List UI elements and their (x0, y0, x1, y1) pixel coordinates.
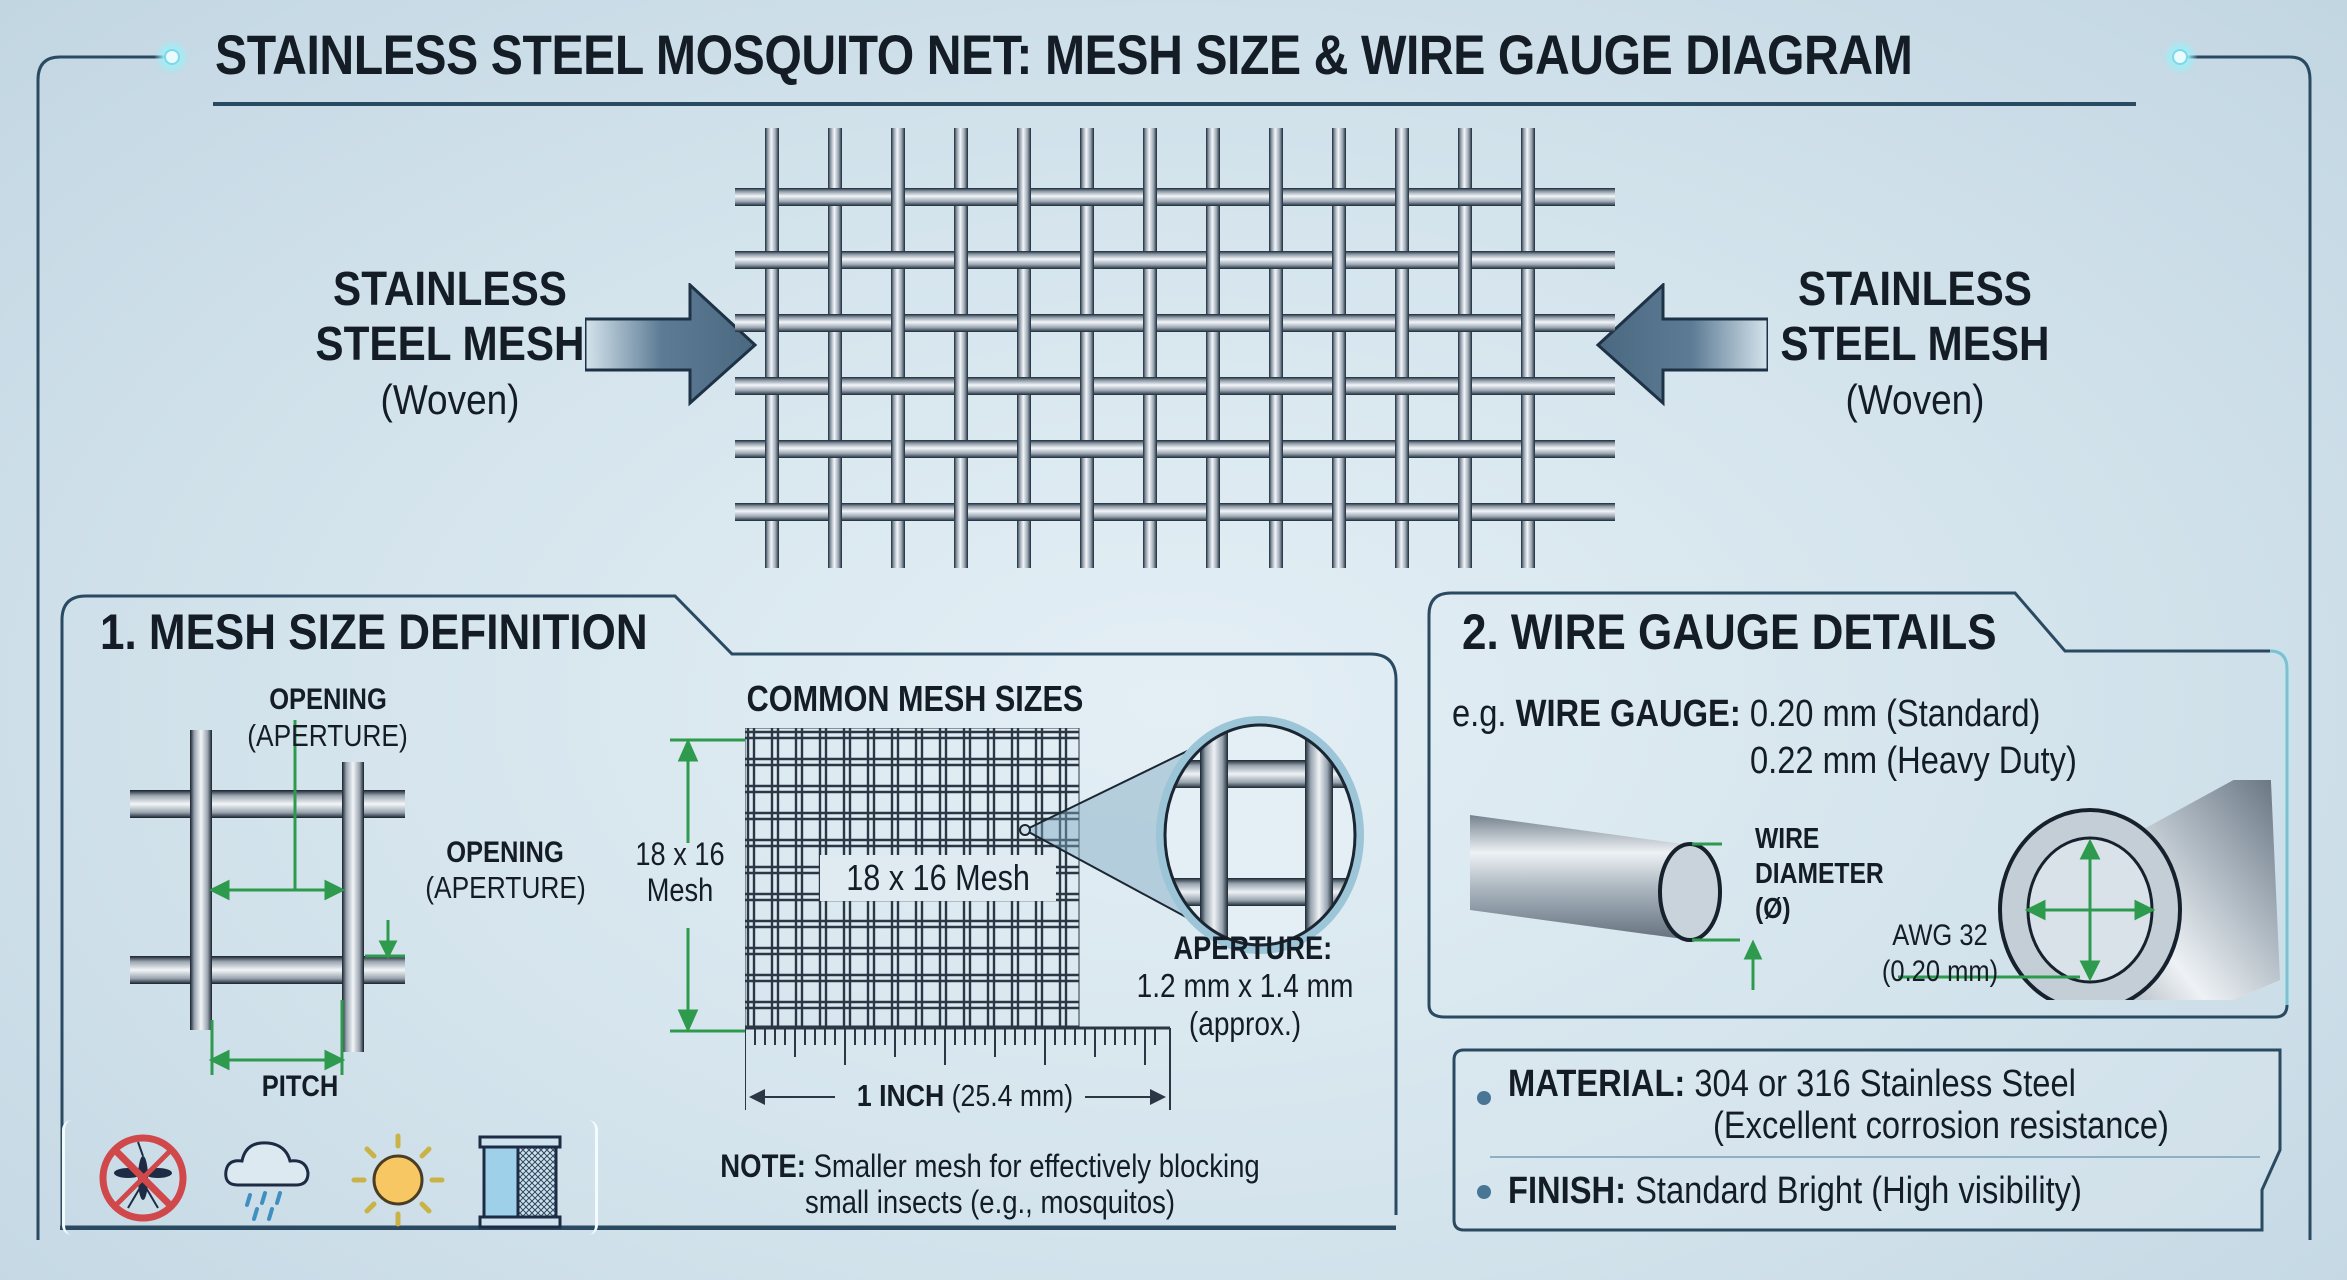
hero-right-label: STAINLESS STEEL MESH (Woven) (1757, 262, 2074, 427)
opening-top-label: OPENING (269, 683, 387, 716)
note-line1-text: Smaller mesh for effectively blocking (813, 1148, 1260, 1184)
note-text: NOTE: Smaller mesh for effectively block… (706, 1148, 1274, 1220)
gauge-label: WIRE GAUGE: (1515, 693, 1741, 735)
aperture-title: APERTURE: (1173, 930, 1333, 966)
vertical-dimension (670, 738, 745, 1033)
awg-line2: (0.20 mm) (1881, 955, 1999, 988)
wire-diameter-label: WIRE DIAMETER (Ø) (1755, 822, 1884, 927)
gauge-standard: 0.20 mm (Standard) (1749, 693, 2041, 735)
note-line2: small insects (e.g., mosquitos) (804, 1184, 1176, 1220)
no-mosquito-icon (99, 1134, 187, 1222)
specs-panel (1452, 1048, 2282, 1232)
wire-cylinder-illustration (1470, 780, 2280, 1000)
wire-section-title: 2. WIRE GAUGE DETAILS (1462, 604, 1997, 660)
woven-mesh-illustration (735, 128, 1615, 568)
mesh-count-label: 18 x 16 Mesh (629, 836, 731, 908)
mesh-section-title: 1. MESH SIZE DEFINITION (100, 604, 648, 660)
center-mesh-text: 18 x 16 Mesh (846, 857, 1030, 898)
material-value: 304 or 316 Stainless Steel (1694, 1063, 2076, 1105)
diameter-line3: (Ø) (1755, 893, 1791, 925)
wire-gauge-line: e.g. WIRE GAUGE: 0.20 mm (Standard) (1452, 693, 2040, 736)
gauge-heavy: 0.22 mm (Heavy Duty) (1750, 740, 2077, 782)
wire-section-panel (1427, 591, 2290, 1019)
arrow-right-icon (585, 283, 758, 407)
hero-right-line1: STAINLESS (1798, 263, 2032, 316)
rain-cloud-icon (224, 1141, 310, 1221)
diameter-line2: DIAMETER (1755, 858, 1884, 890)
opening-right-sub: (APERTURE) (425, 870, 586, 905)
awg-line1: AWG 32 (1892, 919, 1988, 952)
finish-value: Standard Bright (High visibility) (1635, 1170, 2082, 1212)
opening-top-sub: (APERTURE) (247, 718, 408, 753)
material-note: (Excellent corrosion resistance) (1713, 1105, 2169, 1147)
mesh-count-line1: 18 x 16 (635, 836, 725, 872)
material-label: MATERIAL: (1508, 1063, 1686, 1105)
hero-right-sub: (Woven) (1845, 376, 1985, 423)
note-line1: NOTE: Smaller mesh for effectively block… (706, 1148, 1274, 1184)
mesh-section-panel (60, 594, 1398, 1230)
hero-right-line2: STEEL MESH (1780, 318, 2050, 371)
inch-ruler (745, 1026, 1171, 1110)
gauge-prefix: e.g. (1452, 693, 1507, 735)
hero-left-sub: (Woven) (380, 376, 520, 423)
note-bold: NOTE: (720, 1148, 806, 1184)
diameter-line1: WIRE (1755, 823, 1820, 855)
inch-mm: (25.4 mm) (951, 1078, 1074, 1113)
hero-left-label: STAINLESS STEEL MESH (Woven) (292, 262, 609, 427)
common-mesh-title: COMMON MESH SIZES (746, 678, 1084, 719)
page-title: STAINLESS STEEL MOSQUITO NET: MESH SIZE … (215, 23, 1913, 86)
mesh-definition-diagram (130, 720, 405, 1075)
pitch-label: PITCH (261, 1070, 339, 1103)
mesh-count-line2: Mesh (646, 872, 714, 908)
inch-bold: 1 INCH (856, 1078, 945, 1113)
material-line: MATERIAL: 304 or 316 Stainless Steel (1508, 1063, 2076, 1106)
icon-tray (62, 1120, 598, 1235)
aperture-value: 1.2 mm x 1.4 mm (1136, 967, 1354, 1004)
finish-line: FINISH: Standard Bright (High visibility… (1508, 1170, 2082, 1213)
title-underline (213, 102, 2136, 106)
hero-left-line1: STAINLESS (333, 263, 567, 316)
center-mesh-label: 18 x 16 Mesh (820, 855, 1057, 901)
window-screen-icon (478, 1135, 562, 1229)
hero-left-line2: STEEL MESH (315, 318, 585, 371)
aperture-note: (approx.) (1188, 1005, 1302, 1042)
magnifier-callout (1019, 716, 1364, 954)
arrow-left-icon (1595, 283, 1768, 407)
opening-right-label: OPENING (446, 836, 564, 869)
inch-label: 1 INCH (25.4 mm) (853, 1078, 1077, 1114)
sun-icon (351, 1133, 445, 1227)
finish-label: FINISH: (1508, 1170, 1627, 1212)
awg-label: AWG 32 (0.20 mm) (1864, 918, 2017, 990)
